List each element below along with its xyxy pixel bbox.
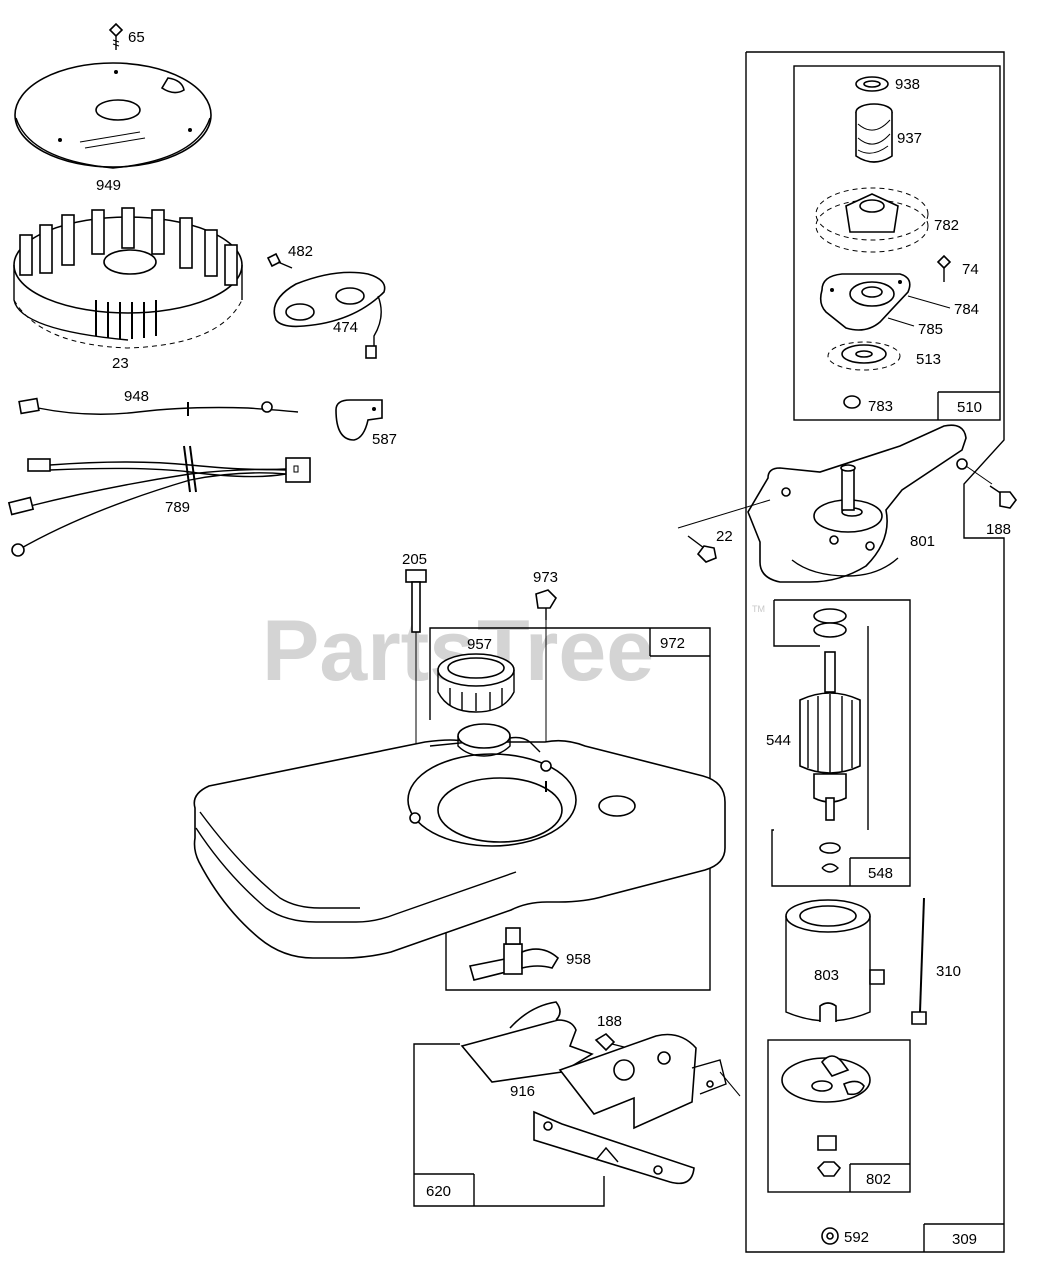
part-948-wire[interactable] — [18, 397, 299, 416]
part-22-screw[interactable] — [677, 499, 771, 563]
group-box-510 — [793, 65, 1001, 421]
label-784: 784 — [954, 301, 979, 318]
part-973-screw[interactable] — [535, 589, 558, 770]
label-544: 544 — [766, 732, 791, 749]
group-box-309 — [745, 51, 1005, 1253]
label-948: 948 — [124, 388, 149, 405]
label-958: 958 — [566, 951, 591, 968]
label-785: 785 — [918, 321, 943, 338]
group-box-548 — [771, 599, 911, 887]
part-937-helix[interactable] — [855, 103, 893, 163]
label-548: 548 — [868, 865, 893, 882]
label-916: 916 — [510, 1083, 535, 1100]
part-801-starter-bracket[interactable] — [747, 424, 968, 583]
label-65: 65 — [128, 29, 145, 46]
part-474-armature[interactable] — [273, 271, 386, 359]
label-188-upper: 188 — [986, 521, 1011, 538]
label-620: 620 — [426, 1183, 451, 1200]
label-938: 938 — [895, 76, 920, 93]
group-box-802 — [767, 1039, 911, 1193]
label-22: 22 — [716, 528, 733, 545]
label-789: 789 — [165, 499, 190, 516]
part-938-retainer-ring[interactable] — [855, 76, 889, 92]
label-74: 74 — [962, 261, 979, 278]
part-65-screw[interactable] — [108, 22, 124, 50]
label-188-lower: 188 — [597, 1013, 622, 1030]
label-482: 482 — [288, 243, 313, 260]
part-310-through-bolt[interactable] — [911, 897, 927, 1025]
label-310: 310 — [936, 963, 961, 980]
label-474: 474 — [333, 319, 358, 336]
leader-785 — [887, 317, 915, 327]
part-958-shutoff-valve[interactable] — [468, 927, 560, 981]
label-513: 513 — [916, 351, 941, 368]
part-784-cover[interactable] — [819, 273, 911, 331]
part-482-screw[interactable] — [266, 252, 293, 269]
part-916-control-bracket[interactable] — [460, 1001, 741, 1185]
part-188-screw-upper[interactable] — [965, 465, 1017, 509]
part-802-end-cap[interactable] — [781, 1055, 871, 1177]
part-513-spring[interactable] — [827, 341, 901, 371]
label-802: 802 — [866, 1171, 891, 1188]
label-972: 972 — [660, 635, 685, 652]
part-803-motor-housing[interactable] — [785, 899, 885, 1022]
label-587: 587 — [372, 431, 397, 448]
label-510: 510 — [957, 399, 982, 416]
label-949: 949 — [96, 177, 121, 194]
label-783: 783 — [868, 398, 893, 415]
label-803: 803 — [814, 967, 839, 984]
label-309: 309 — [952, 1231, 977, 1248]
watermark-tm: TM — [752, 604, 765, 614]
label-205: 205 — [402, 551, 427, 568]
part-949-screen-plate[interactable] — [14, 62, 212, 169]
leader-784 — [907, 295, 951, 309]
part-544-armature[interactable] — [799, 608, 861, 873]
label-801: 801 — [910, 533, 935, 550]
label-23: 23 — [112, 355, 129, 372]
part-789-wire-harness[interactable] — [7, 445, 311, 557]
label-957: 957 — [467, 636, 492, 653]
label-782: 782 — [934, 217, 959, 234]
part-587-clip[interactable] — [335, 399, 383, 441]
part-782-starter-gear[interactable] — [815, 187, 929, 253]
part-783-gear[interactable] — [843, 395, 861, 409]
part-592-lock-nut[interactable] — [821, 1227, 839, 1245]
part-23-flywheel[interactable] — [13, 207, 243, 349]
group-box-620 — [413, 1043, 605, 1207]
label-973: 973 — [533, 569, 558, 586]
label-937: 937 — [897, 130, 922, 147]
label-592: 592 — [844, 1229, 869, 1246]
part-957-fuel-cap[interactable] — [437, 653, 515, 713]
part-fuel-tank[interactable] — [193, 723, 726, 959]
part-74-screw[interactable] — [936, 254, 952, 282]
